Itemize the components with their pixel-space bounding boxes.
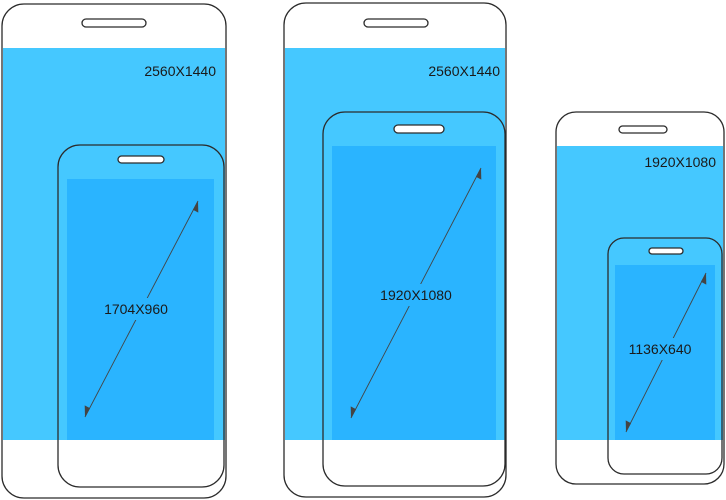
inner-resolution-label-2: 1920X1080 <box>380 287 452 303</box>
outer-resolution-label-3: 1920X1080 <box>644 154 716 170</box>
large-phone-speaker-1 <box>81 18 147 28</box>
arrow-head-bottom-2 <box>350 406 357 418</box>
arrow-head-top-2 <box>475 168 482 180</box>
small-phone-speaker-3 <box>648 247 684 255</box>
inner-label-background-3 <box>624 338 696 360</box>
small-phone-body-3 <box>607 237 723 475</box>
arrow-head-bottom-3 <box>625 420 632 432</box>
phone-group-2: 2560X1440 1920X1080 <box>283 2 507 498</box>
arrow-head-top-3 <box>700 273 707 285</box>
outer-resolution-label-2: 2560X1440 <box>428 63 500 79</box>
inner-label-background-1 <box>98 298 178 320</box>
inner-resolution-label-3: 1136X640 <box>629 341 692 357</box>
large-phone-body-2 <box>283 2 507 498</box>
large-phone-speaker-3 <box>618 125 668 134</box>
small-phone-speaker-2 <box>393 124 445 134</box>
small-phone-speaker-1 <box>117 155 165 164</box>
large-phone-speaker-2 <box>363 18 429 28</box>
small-phone-body-1 <box>57 144 225 488</box>
phone-group-1: 2560X1440 1704X960 <box>1 3 227 499</box>
arrow-head-top-1 <box>192 201 199 213</box>
outer-resolution-label-1: 2560X1440 <box>144 63 216 79</box>
inner-label-background-2 <box>374 284 458 306</box>
inner-resolution-label-1: 1704X960 <box>104 301 168 317</box>
large-phone-body-1 <box>1 3 227 499</box>
arrow-head-bottom-1 <box>84 405 91 417</box>
small-phone-body-2 <box>322 111 506 487</box>
phone-group-3: 1920X1080 1136X640 <box>555 111 725 485</box>
large-phone-body-3 <box>555 111 725 485</box>
